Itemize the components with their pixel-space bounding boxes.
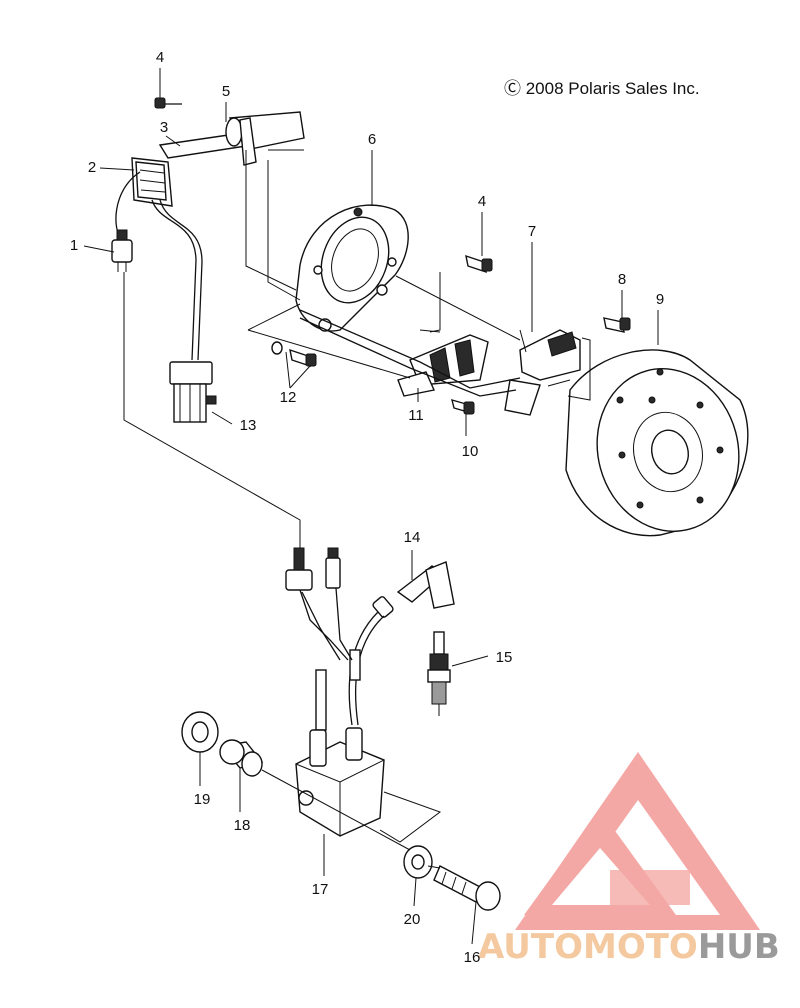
stator-coil — [397, 334, 489, 397]
copyright-text: Ⓒ 2008 Polaris Sales Inc. — [504, 79, 700, 98]
callout-11: 11 — [408, 407, 424, 424]
callout-8: 8 — [618, 271, 626, 288]
washer — [181, 711, 219, 753]
bolt-10 — [451, 398, 475, 415]
wire-harness-tube — [158, 111, 305, 166]
callout-16: 16 — [464, 949, 481, 966]
screw — [433, 865, 501, 911]
callout-19: 19 — [194, 791, 211, 808]
coil-connectors — [285, 547, 361, 731]
callout-6: 6 — [368, 131, 376, 148]
bolt-4-top — [154, 97, 182, 109]
callout-18: 18 — [234, 817, 251, 834]
bolt-12 — [271, 341, 317, 368]
callout-17: 17 — [312, 881, 329, 898]
spark-plug-cap — [372, 561, 455, 618]
spark-plug — [427, 631, 451, 716]
callout-5: 5 — [222, 83, 230, 100]
callout-9: 9 — [656, 291, 664, 308]
watermark-text: AUTOMOTOHUB — [478, 927, 780, 967]
callout-1: 1 — [70, 237, 78, 254]
callout-2: 2 — [88, 159, 96, 176]
watermark-logo — [515, 752, 760, 930]
callout-10: 10 — [462, 443, 479, 460]
callout-14: 14 — [404, 529, 421, 546]
lock-washer — [403, 845, 433, 879]
stator-plate — [295, 204, 409, 332]
callout-4-top: 4 — [156, 49, 164, 66]
callout-labels: 4 5 3 2 1 6 4 7 8 9 12 11 13 10 14 15 19… — [70, 49, 664, 966]
bolt-4-mid — [465, 254, 493, 274]
callout-12: 12 — [280, 389, 297, 406]
bushing — [219, 739, 264, 777]
callout-3: 3 — [160, 119, 168, 136]
leader-lines — [83, 68, 659, 945]
flywheel — [565, 349, 749, 537]
connector-1 — [111, 229, 133, 272]
callout-4-mid: 4 — [478, 193, 486, 210]
bolt-8 — [603, 317, 631, 333]
wire-grommet — [131, 157, 173, 207]
pickup-coil — [504, 329, 581, 416]
callout-15: 15 — [496, 649, 513, 666]
callout-13: 13 — [240, 417, 257, 434]
connector-13 — [169, 361, 217, 423]
callout-20: 20 — [404, 911, 421, 928]
callout-7: 7 — [528, 223, 536, 240]
ignition-coil — [295, 727, 385, 837]
